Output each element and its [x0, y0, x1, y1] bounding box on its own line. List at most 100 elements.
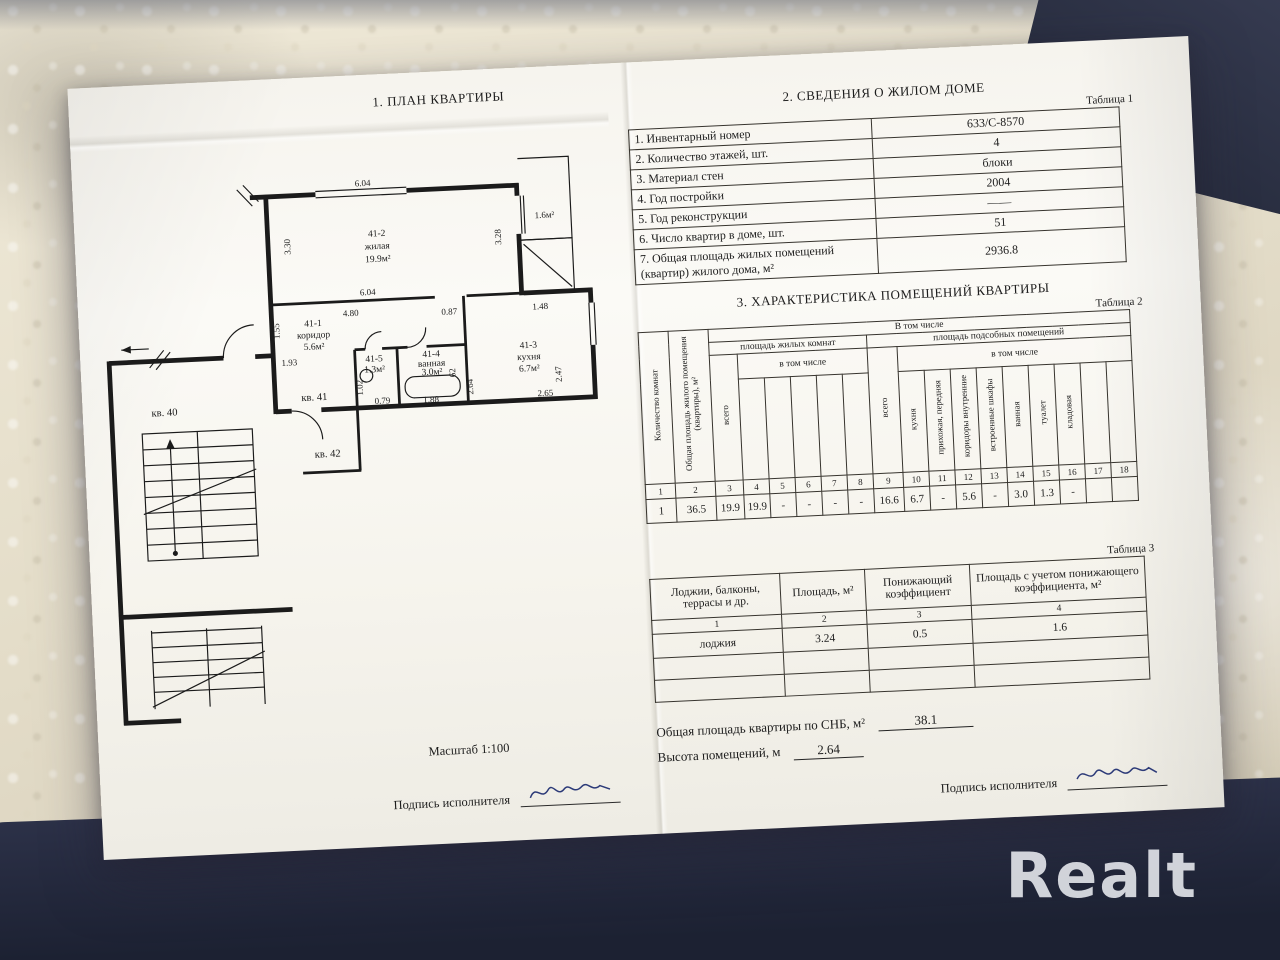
room-label: 41-3	[519, 341, 537, 352]
col-number: 1	[645, 483, 676, 500]
room-area-label: 19.9м²	[365, 254, 391, 265]
dim-label: 1.02	[354, 380, 365, 396]
col-number: 11	[928, 469, 956, 487]
plan-title: 1. ПЛАН КВАРТИРЫ	[372, 88, 505, 110]
header-cell: Общая площадь жилого помещения (квартиры…	[668, 329, 716, 484]
plan-labels: 6.04 6.04 3.30 3.28 41-2 жилая 19.9м² 1.…	[151, 178, 564, 461]
technical-passport-sheet: 1. ПЛАН КВАРТИРЫ	[67, 36, 1225, 860]
door-arc	[222, 324, 254, 359]
signature-icon	[529, 783, 610, 799]
entrance-door-arc	[291, 410, 324, 440]
dim-label: 3.28	[493, 228, 504, 245]
signature-stroke	[1066, 758, 1168, 791]
signature-block-left: Подпись исполнителя	[393, 771, 724, 814]
dim-label: 2.47	[553, 366, 564, 383]
floor-plan-drawing: 6.04 6.04 3.30 3.28 41-2 жилая 19.9м² 1.…	[106, 155, 598, 726]
wall-break-mark	[236, 184, 259, 207]
ceiling-height-value: 2.64	[793, 740, 865, 761]
dim-label: 4.80	[343, 308, 360, 319]
document-right-column: 2. СВЕДЕНИЯ О ЖИЛОМ ДОМЕ Таблица 1 1. Ин…	[626, 72, 1173, 809]
signature-label: Подпись исполнителя	[940, 776, 1058, 796]
room-label: коридор	[297, 330, 331, 342]
dim-label: 1.55	[271, 323, 282, 340]
shaft	[521, 237, 576, 291]
value-cell: 1.3	[1033, 480, 1061, 506]
thin-lines	[121, 155, 597, 710]
apartment-label: кв. 41	[301, 392, 328, 404]
signature-icon	[1076, 766, 1158, 780]
col-number: 18	[1110, 461, 1138, 478]
room-label: 41-2	[368, 229, 386, 240]
room-label: жилая	[364, 241, 391, 252]
header-text: всего	[878, 397, 890, 418]
value-cell	[869, 665, 976, 693]
dim-label: 6.04	[360, 287, 377, 298]
room-area-label: 5.6м²	[304, 342, 325, 353]
stairs-lower-flight	[150, 625, 266, 710]
room-area-label: 6.7м²	[519, 364, 540, 375]
dim-label: 0.79	[374, 395, 391, 406]
value-cell: 5.6	[955, 483, 983, 509]
header-cell	[1105, 360, 1137, 463]
dim-label: 2.65	[537, 388, 554, 399]
value-cell: -	[981, 482, 1009, 508]
stairs-upper-flight	[141, 428, 259, 562]
col-number: 15	[1032, 465, 1060, 482]
room-area-label: 1.3м²	[364, 365, 385, 376]
value-cell: 3.0	[1007, 481, 1035, 507]
dim-label: 1.88	[423, 394, 440, 405]
header-text: встроенные шкафы	[983, 378, 998, 452]
col-number: 13	[980, 467, 1008, 484]
signature-label: Подпись исполнителя	[393, 792, 511, 813]
room-area-label: 3.0м²	[421, 367, 442, 378]
header-text: кладовая	[1062, 394, 1075, 429]
dim-label: 62	[447, 368, 457, 377]
dim-label: 6.04	[355, 178, 372, 189]
apartment-label: кв. 42	[314, 449, 341, 461]
room-label: 41-1	[304, 319, 322, 330]
exterior-walls	[106, 182, 598, 726]
wall-break-mark	[149, 349, 171, 371]
col-number: 6	[795, 476, 822, 493]
room-label: ванная	[418, 359, 446, 370]
apartment-characteristics-table: Количество комнат Общая площадь жилого п…	[638, 309, 1140, 524]
value-cell: 16.6	[873, 487, 905, 513]
loggia-outline	[517, 155, 573, 241]
header-text: туалет	[1036, 400, 1049, 426]
signature-block-right: Подпись исполнителя	[659, 758, 1174, 810]
dim-label: 0.87	[441, 306, 458, 317]
window-kitchen	[588, 302, 597, 346]
realt-watermark-logo: Realt	[1005, 839, 1198, 912]
col-number: 9	[872, 472, 904, 489]
dim-label: 1.48	[532, 301, 549, 312]
dim-label: 2.64	[465, 378, 476, 395]
interior-walls	[270, 291, 524, 475]
dim-label: 1.93	[281, 357, 298, 368]
value-cell: -	[929, 484, 957, 511]
col-number: 10	[902, 471, 930, 488]
apartment-label: кв. 40	[151, 407, 178, 419]
value-cell: 6.7	[903, 486, 931, 512]
window-top	[315, 186, 407, 199]
col-number: 17	[1084, 462, 1112, 479]
value-cell: 36.5	[675, 496, 717, 523]
signature-stroke	[519, 775, 621, 808]
header-cell: Лоджии, балконы, террасы и др.	[649, 573, 782, 621]
dim-label: 3.30	[282, 238, 293, 255]
window-loggia	[519, 195, 526, 234]
header-text: коридоры внутренние	[957, 375, 972, 458]
value-cell: -	[769, 492, 797, 518]
balconies-table: Лоджии, балконы, террасы и др. Площадь, …	[649, 556, 1150, 703]
value-cell: 19.9	[743, 493, 771, 519]
value-cell: -	[795, 491, 823, 517]
total-area-snb-label: Общая площадь квартиры по СНБ, м²	[656, 714, 866, 740]
value-cell: -	[821, 490, 849, 516]
header-text: всего	[719, 405, 731, 426]
header-cell: Понижающий коэффициент	[864, 564, 972, 611]
header-text: ванная	[1010, 401, 1023, 427]
col-number: 16	[1058, 463, 1086, 481]
col-number: 7	[821, 475, 848, 492]
loggia-area-label: 1.6м²	[534, 209, 554, 220]
